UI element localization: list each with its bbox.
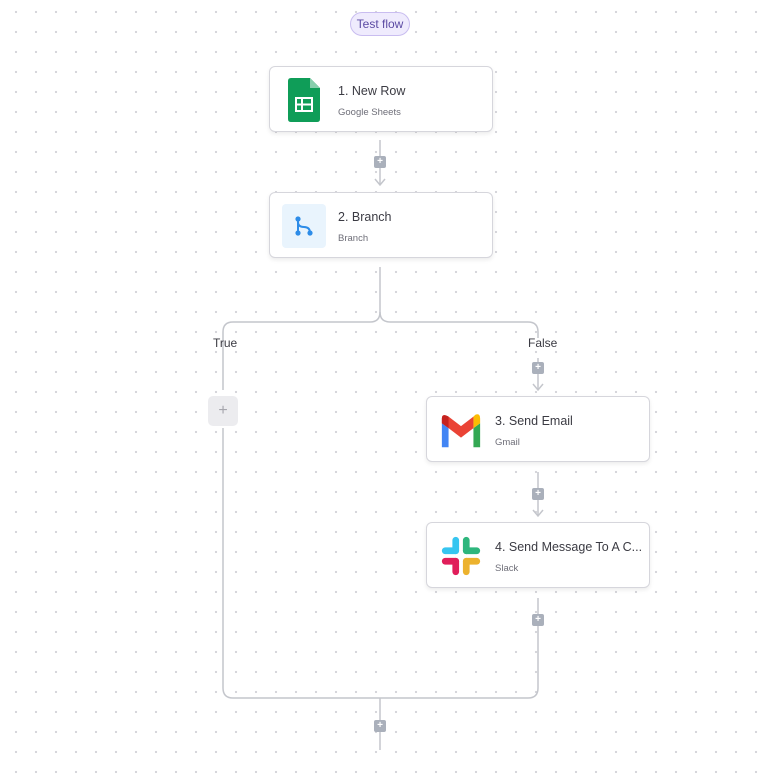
step-card-send-message[interactable]: 4. Send Message To A C... Slack [426, 522, 650, 588]
add-step-button[interactable]: + [374, 156, 386, 168]
google-sheets-icon [282, 78, 326, 122]
add-step-button[interactable]: + [532, 362, 544, 374]
step-title: 1. New Row [338, 84, 406, 98]
add-step-true-branch-button[interactable]: + [208, 396, 238, 426]
gmail-icon [439, 408, 483, 452]
test-flow-button[interactable]: Test flow [350, 12, 410, 36]
slack-icon [439, 534, 483, 578]
add-step-button[interactable]: + [374, 720, 386, 732]
branch-label-true: True [213, 336, 238, 350]
step-card-new-row[interactable]: 1. New Row Google Sheets [269, 66, 493, 132]
step-title: 2. Branch [338, 210, 392, 224]
step-app-name: Branch [338, 233, 369, 244]
step-app-name: Slack [495, 563, 519, 574]
add-step-button[interactable]: + [532, 614, 544, 626]
step-app-name: Google Sheets [338, 107, 401, 118]
step-card-send-email[interactable]: 3. Send Email Gmail [426, 396, 650, 462]
add-step-button[interactable]: + [532, 488, 544, 500]
step-card-branch[interactable]: 2. Branch Branch [269, 192, 493, 258]
branch-label-false: False [528, 336, 558, 350]
step-title: 4. Send Message To A C... [495, 540, 643, 554]
branch-icon [282, 204, 326, 248]
step-title: 3. Send Email [495, 414, 573, 428]
step-app-name: Gmail [495, 437, 520, 448]
